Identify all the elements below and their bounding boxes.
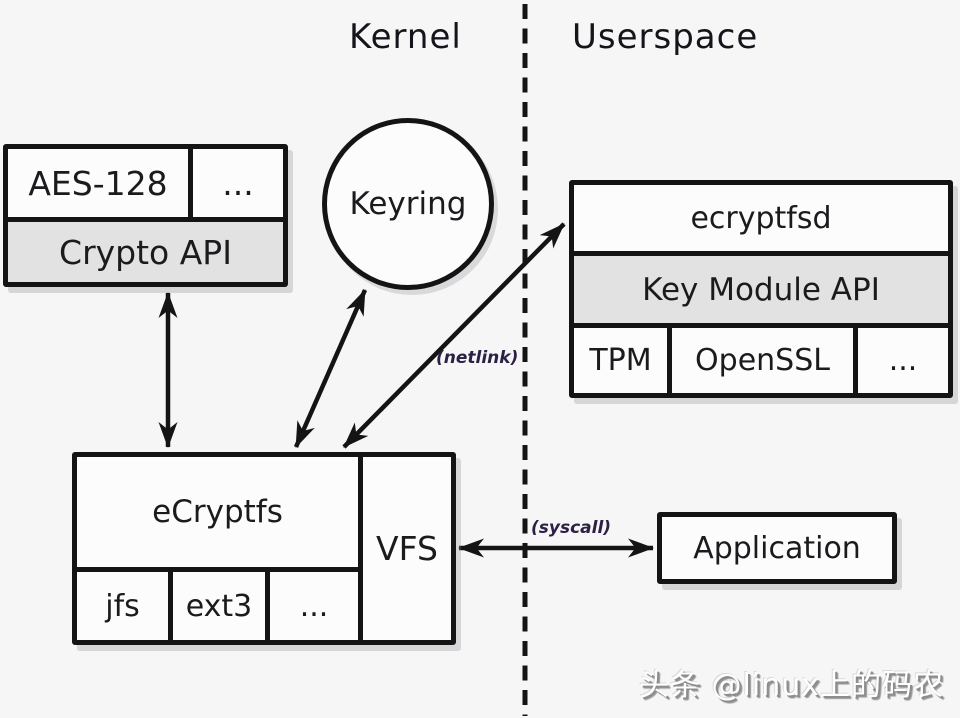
crypto-api-box: AES-128 ... Crypto API	[3, 144, 288, 287]
crypto-api-cell: Crypto API	[8, 217, 283, 282]
ecryptfs-title-cell: eCryptfs	[152, 494, 283, 530]
ecryptfsd-box: ecryptfsd Key Module API TPM OpenSSL ...	[569, 180, 953, 398]
ecryptfs-keyring-arrow	[293, 289, 368, 448]
kernel-region-label: Kernel	[349, 17, 462, 57]
userspace-region-label: Userspace	[572, 17, 759, 57]
keyring-label: Keyring	[349, 186, 467, 222]
filesystems-ellipsis-cell: ...	[270, 567, 358, 640]
aes-128-cell: AES-128	[8, 149, 193, 217]
ecryptfs-box: eCryptfs jfs ext3 ... VFS	[72, 452, 456, 645]
modules-ellipsis-cell: ...	[858, 323, 948, 393]
application-box: Application	[657, 512, 897, 584]
ecryptfs-ecryptfsd-netlink-arrow	[342, 222, 566, 449]
key-module-api-cell: Key Module API	[574, 251, 948, 323]
crypto-ellipsis-cell: ...	[222, 163, 254, 203]
vfs-cell: VFS	[376, 529, 438, 568]
tpm-module-cell: TPM	[574, 323, 672, 393]
netlink-annotation: (netlink)	[436, 348, 519, 368]
ecryptfsd-daemon-cell: ecryptfsd	[690, 200, 832, 236]
watermark-text: 头条 @linux上的码农	[639, 668, 944, 703]
ecryptfs-main-column: eCryptfs jfs ext3 ...	[77, 457, 363, 640]
keyring-circle: Keyring	[322, 118, 494, 290]
crypto-api-top-row: AES-128 ...	[8, 149, 283, 217]
jfs-cell: jfs	[77, 567, 173, 640]
ext3-cell: ext3	[173, 567, 270, 640]
key-modules-row: TPM OpenSSL ...	[574, 323, 948, 393]
filesystems-row: jfs ext3 ...	[77, 567, 358, 640]
syscall-annotation: (syscall)	[531, 518, 612, 538]
openssl-module-cell: OpenSSL	[672, 323, 858, 393]
